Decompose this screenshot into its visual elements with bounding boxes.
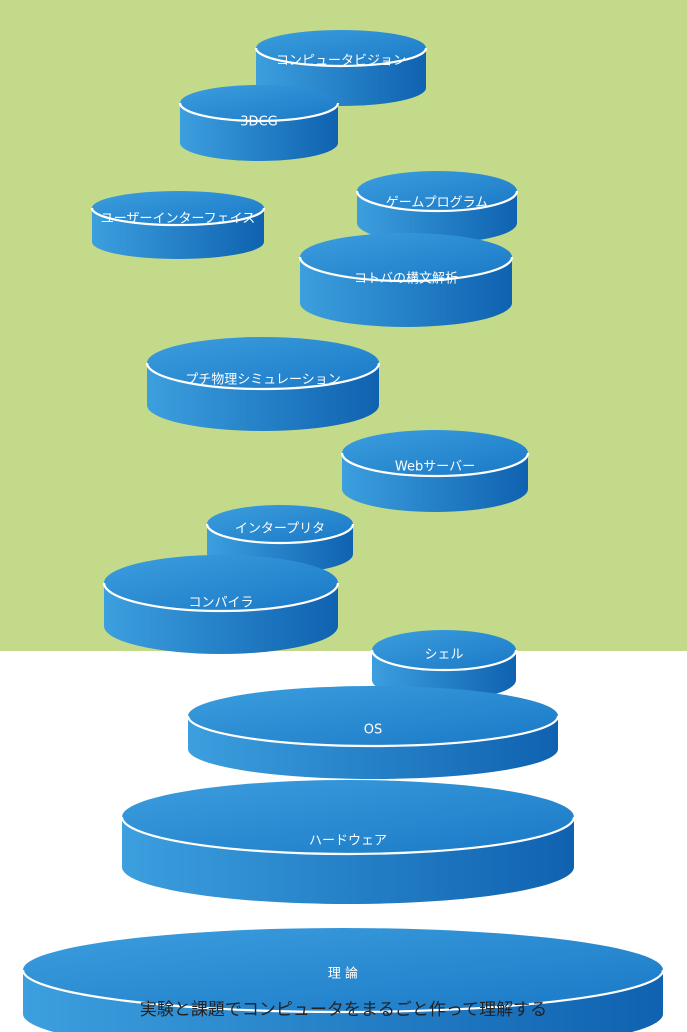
disk-top	[23, 928, 663, 1012]
layer-label-interpreter: インタープリタ	[235, 522, 325, 537]
layer-disk-physics-sim: プチ物理シミュレーション	[145, 337, 381, 431]
layer-label-computer-vision: コンピュータビジョン	[276, 54, 406, 69]
layer-label-3dcg: 3DCG	[240, 115, 277, 130]
disk-rim	[90, 207, 266, 227]
layer-disk-game-program: ゲームプログラム	[355, 171, 519, 243]
disk-rim	[340, 452, 530, 478]
disk-rim	[186, 715, 560, 748]
disk-top	[92, 191, 264, 225]
disk-rim	[178, 102, 340, 123]
disk-top	[342, 430, 528, 476]
layer-disk-os: OS	[186, 686, 560, 779]
layer-label-physics-sim: プチ物理シミュレーション	[185, 373, 340, 388]
disk-rim	[102, 582, 340, 613]
layer-label-parsing: コトバの構文解析	[354, 272, 458, 287]
layer-label-os: OS	[364, 723, 382, 738]
disk-rim	[298, 256, 514, 283]
layer-disk-theory: 理 論	[21, 928, 665, 1032]
disk-rim	[205, 523, 355, 545]
layer-disk-interpreter: インタープリタ	[205, 505, 355, 573]
disk-rim	[145, 362, 381, 391]
layer-label-theory: 理 論	[328, 966, 358, 982]
disk-rim	[355, 190, 519, 213]
layer-disk-compiler: コンパイラ	[102, 555, 340, 654]
disk-top	[180, 85, 338, 121]
disk-rim	[254, 47, 428, 68]
layer-label-user-interface: ユーザーインターフェイス	[101, 212, 256, 227]
layer-disk-hardware: ハードウェア	[120, 780, 576, 904]
disk-top	[256, 30, 426, 66]
layer-disk-3dcg: 3DCG	[178, 85, 340, 161]
layer-label-compiler: コンパイラ	[188, 596, 253, 611]
disk-rim	[21, 969, 665, 1014]
disk-top	[357, 171, 517, 211]
disk-top	[147, 337, 379, 389]
disk-top	[104, 555, 338, 611]
layer-label-hardware: ハードウェア	[309, 834, 387, 849]
disk-top	[207, 505, 353, 543]
disk-rim	[370, 649, 518, 672]
disk-top	[188, 686, 558, 746]
layer-label-web-server: Webサーバー	[395, 460, 475, 475]
layer-label-game-program: ゲームプログラム	[386, 196, 488, 211]
layer-disk-web-server: Webサーバー	[340, 430, 530, 512]
disk-top	[300, 233, 512, 281]
disk-rim	[120, 816, 576, 856]
disk-top	[372, 630, 516, 670]
disk-top	[122, 780, 574, 854]
layer-disk-user-interface: ユーザーインターフェイス	[90, 191, 266, 259]
layer-label-shell: シェル	[424, 648, 463, 663]
diagram-caption: 実験と課題でコンピュータをまるごと作って理解する	[139, 1000, 548, 1020]
layer-disk-parsing: コトバの構文解析	[298, 233, 514, 327]
